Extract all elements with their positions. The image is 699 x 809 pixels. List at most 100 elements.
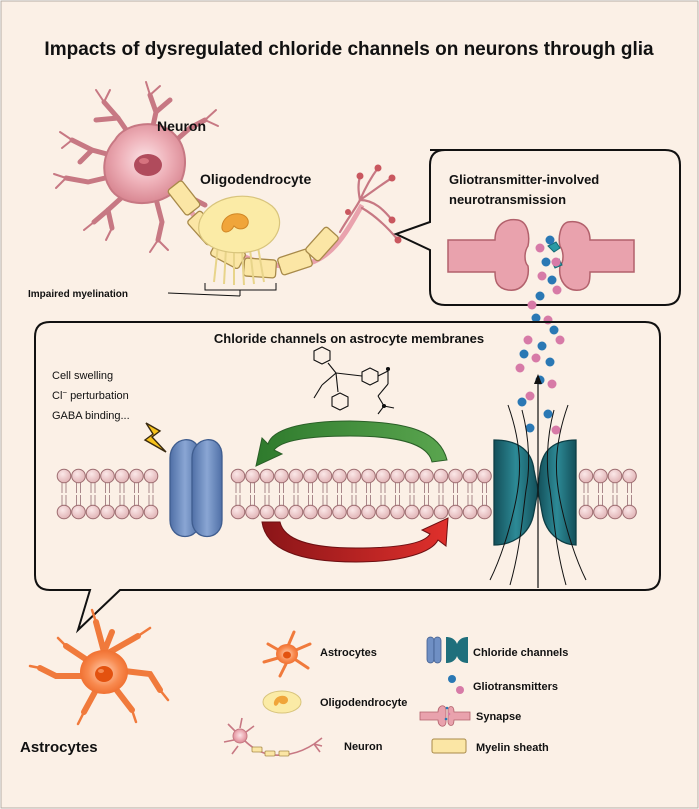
lipid-head [274, 504, 289, 520]
lipid-tails [134, 482, 139, 506]
lipid-tails [322, 482, 328, 506]
lipid-head [114, 504, 130, 520]
lipid-head [593, 504, 608, 520]
legend-label-oligodendrocyte: Oligodendrocyte [320, 697, 407, 709]
lipid-head [361, 504, 376, 520]
lipid-head [607, 468, 623, 484]
lipid-head [100, 504, 115, 520]
legend: Astrocytes Oligodendrocyte Neuron [223, 630, 568, 757]
gliotransmission-label-line1: Gliotransmitter-involved [449, 172, 599, 187]
lipid-head [85, 504, 101, 520]
lipid-bilayer [56, 468, 637, 520]
lipid-head [332, 504, 347, 520]
legend-label-gliotransmitters: Gliotransmitters [473, 681, 558, 693]
lipid-head [375, 468, 391, 484]
lipid-head [448, 504, 463, 520]
lipid-head [288, 504, 304, 520]
membrane-callout [34, 321, 661, 634]
neuron-label: Neuron [157, 118, 206, 134]
legend-synapse-icon [419, 705, 471, 727]
lipid-head [404, 504, 420, 520]
lipid-head [404, 468, 420, 484]
legend-astrocyte-icon [262, 630, 312, 678]
red-cycle-arrow [261, 517, 449, 563]
lipid-head [143, 504, 159, 520]
lipid-head [346, 468, 362, 484]
effect-gaba-binding: GABA binding... [52, 410, 130, 422]
lipid-tails [119, 482, 125, 506]
lipid-tails [76, 482, 81, 506]
lipid-head [462, 468, 478, 484]
lipid-head [317, 504, 333, 520]
lipid-head [56, 504, 72, 520]
lipid-head [85, 468, 101, 484]
lipid-head [477, 504, 492, 520]
lipid-head [578, 468, 594, 484]
effect-chloride-perturbation: Cl−perturbation [52, 388, 129, 402]
gliotransmitter-stream [515, 235, 565, 435]
lipid-tails [438, 482, 444, 506]
lipid-head [578, 504, 594, 520]
legend-label-myelin-sheath: Myelin sheath [476, 742, 549, 754]
legend-gliotransmitter-icon [448, 675, 464, 694]
lipid-tails [279, 482, 284, 506]
lipid-head [419, 504, 434, 520]
lipid-tails [61, 482, 67, 506]
lipid-head [332, 468, 347, 484]
lipid-tails [598, 482, 603, 506]
lipid-head [622, 504, 637, 520]
green-cycle-arrow [255, 420, 448, 467]
lipid-head [245, 468, 260, 484]
lipid-head [259, 468, 275, 484]
lipid-head [433, 468, 449, 484]
legend-neuron-icon [223, 717, 323, 757]
legend-oligodendrocyte-icon [262, 690, 302, 714]
lipid-head [303, 504, 318, 520]
lipid-head [100, 468, 115, 484]
lipid-tails [293, 482, 299, 506]
lipid-head [622, 468, 637, 484]
chloride-channel-teal [489, 374, 587, 588]
lipid-head [477, 468, 492, 484]
lipid-tails [264, 482, 270, 506]
oligodendrocyte [198, 195, 281, 286]
lipid-tails [627, 482, 632, 506]
lipid-head [375, 504, 391, 520]
lipid-head [230, 468, 246, 484]
oligodendrocyte-label: Oligodendrocyte [200, 171, 311, 187]
lipid-tails [148, 482, 154, 506]
lightning-bolt-icon [143, 422, 167, 453]
lipid-head [593, 468, 608, 484]
lipid-head [419, 468, 434, 484]
lipid-head [361, 468, 376, 484]
legend-label-neuron: Neuron [344, 741, 383, 753]
lipid-tails [453, 482, 458, 506]
lipid-head [56, 468, 72, 484]
lipid-head [346, 504, 362, 520]
membrane-title: Chloride channels on astrocyte membranes [214, 331, 484, 346]
impaired-myelination-bracket [167, 283, 277, 297]
lipid-tails [235, 482, 241, 506]
lipid-head [71, 504, 86, 520]
lipid-tails [351, 482, 357, 506]
lipid-head [390, 468, 405, 484]
lipid-tails [395, 482, 400, 506]
lipid-head [433, 504, 449, 520]
legend-chloride-channel-icon [426, 636, 468, 664]
impaired-myelination-label: Impaired myelination [28, 289, 128, 300]
lipid-tails [90, 482, 96, 506]
legend-myelin-sheath-icon [431, 738, 467, 754]
lipid-head [390, 504, 405, 520]
lipid-head [317, 468, 333, 484]
legend-label-chloride-channels: Chloride channels [473, 647, 568, 659]
lipid-tails [612, 482, 618, 506]
lipid-head [114, 468, 130, 484]
lipid-head [288, 468, 304, 484]
lipid-tails [467, 482, 473, 506]
molecule-structure-icon [313, 346, 395, 415]
lipid-head [245, 504, 260, 520]
lipid-tails [250, 482, 255, 506]
lipid-head [303, 468, 318, 484]
lipid-head [129, 504, 144, 520]
